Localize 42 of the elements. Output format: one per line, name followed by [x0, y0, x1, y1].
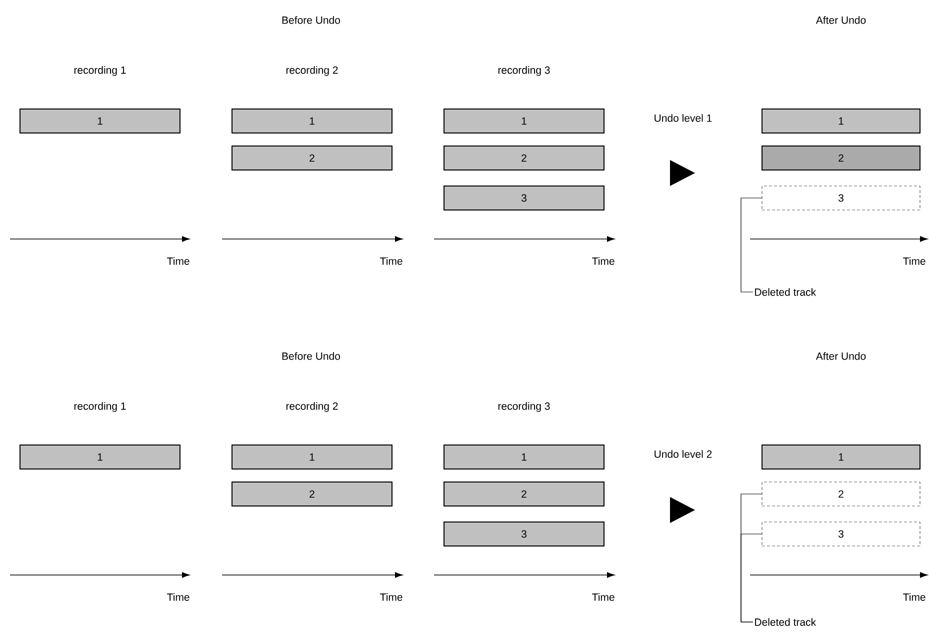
track-bar: 1 — [762, 108, 920, 134]
text-label: recording 1 — [74, 66, 126, 76]
track-bar: 1 — [20, 444, 180, 470]
text-label: Time — [592, 257, 614, 265]
text-label: recording 2 — [286, 66, 338, 76]
text-label: Before Undo — [282, 16, 340, 24]
text-label: Time — [903, 257, 926, 265]
text-label: Time — [592, 593, 614, 601]
track-bar: 1 — [20, 108, 180, 134]
track-bar: 2 — [444, 146, 604, 170]
track-bar: 1 — [762, 444, 920, 470]
track-bar: 2 — [444, 482, 604, 506]
track-bar: 1 — [232, 108, 392, 134]
text-label: Undo level 2 — [654, 450, 712, 458]
text-label: Time — [167, 593, 190, 601]
deleted-track-box: 3 — [762, 522, 920, 546]
text-label: After Undo — [816, 16, 866, 24]
text-label: After Undo — [816, 352, 866, 360]
text-label: Time — [380, 257, 402, 265]
text-label: Undo level 1 — [654, 114, 712, 122]
text-label: Time — [903, 593, 926, 601]
text-label: Time — [167, 257, 190, 265]
track-bar: 2 — [762, 146, 920, 170]
text-label: recording 1 — [74, 402, 126, 412]
leader-line — [740, 198, 762, 292]
track-bar: 1 — [444, 444, 604, 470]
deleted-track-box: 3 — [762, 186, 920, 210]
text-label: Time — [380, 593, 402, 601]
leader-text: Deleted track — [755, 288, 816, 296]
track-bar: 1 — [444, 108, 604, 134]
text-label: recording 3 — [498, 402, 550, 412]
track-bar: 2 — [232, 482, 392, 506]
track-bar: 3 — [444, 522, 604, 546]
text-label: recording 2 — [286, 402, 338, 412]
leader-line — [740, 534, 762, 622]
text-label: recording 3 — [498, 66, 550, 76]
leader-text: Deleted track — [755, 618, 816, 626]
deleted-track-box: 2 — [762, 482, 920, 506]
track-bar: 3 — [444, 186, 604, 210]
track-bar: 2 — [232, 146, 392, 170]
track-bar: 1 — [232, 444, 392, 470]
text-label: Before Undo — [282, 352, 340, 360]
